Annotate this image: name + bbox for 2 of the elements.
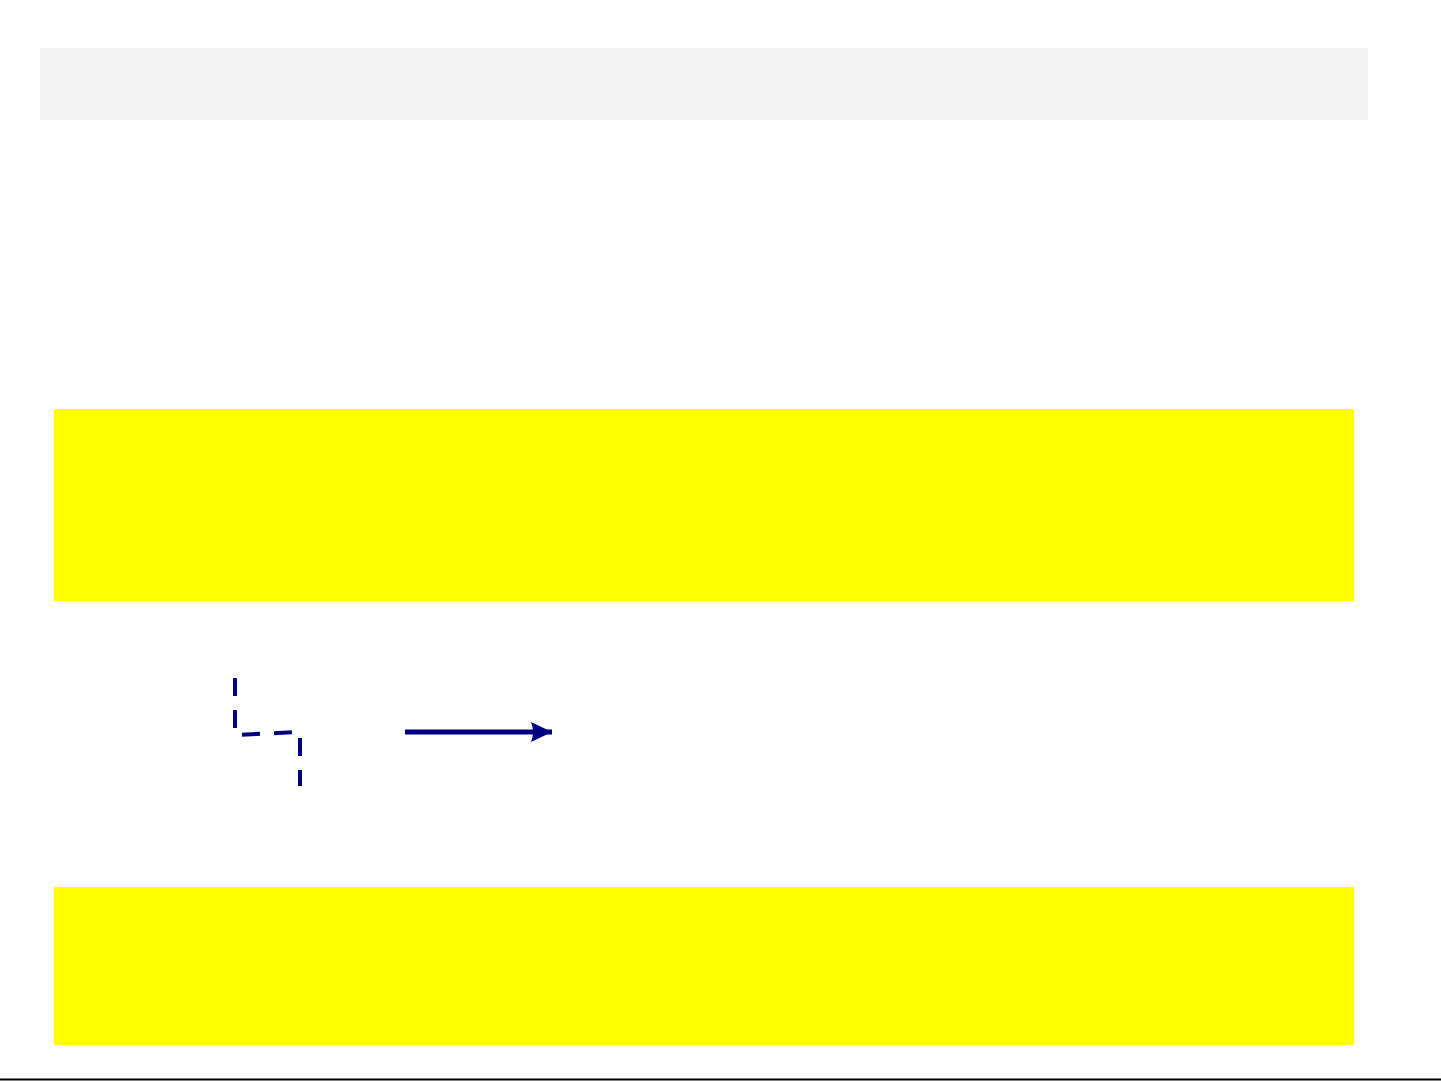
highlight-band — [54, 409, 1354, 601]
highlight-band — [54, 887, 1354, 1045]
